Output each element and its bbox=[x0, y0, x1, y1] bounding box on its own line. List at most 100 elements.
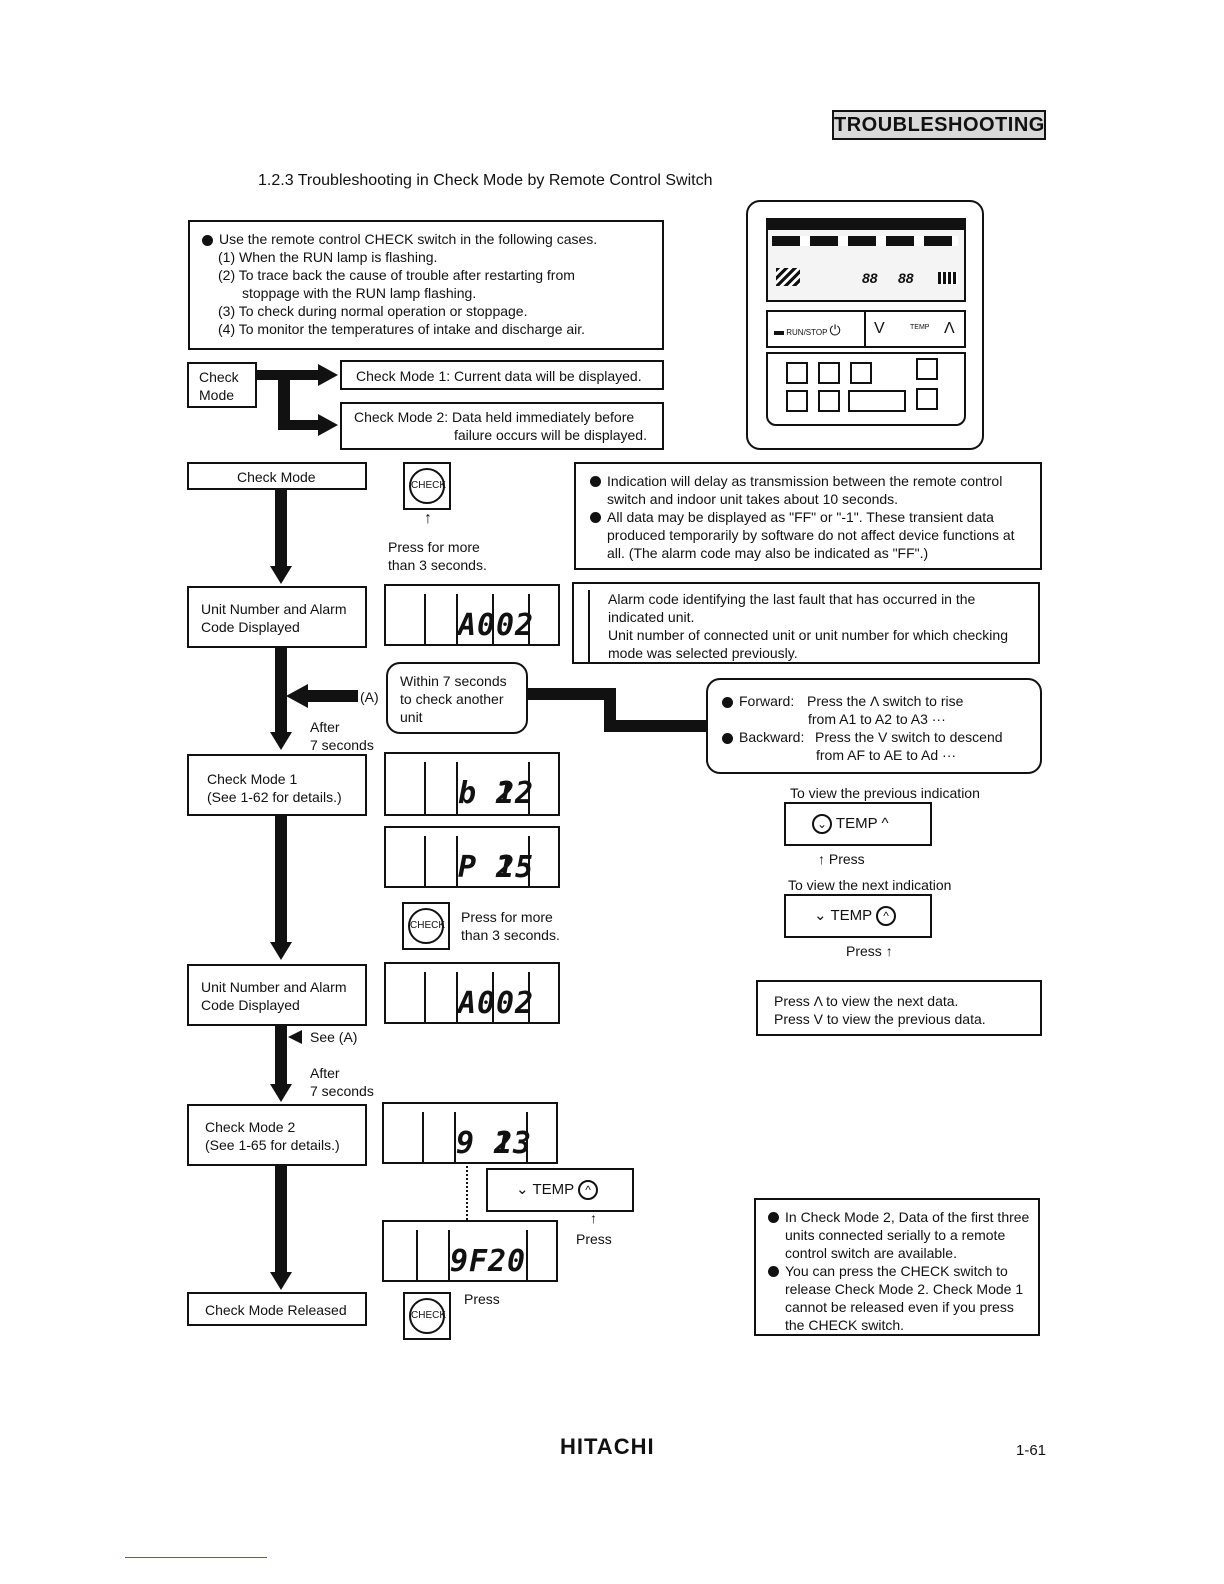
check-button-label: CHECK bbox=[408, 908, 445, 944]
run-stop-button[interactable]: RUN/STOP ⏻ bbox=[774, 322, 841, 339]
check-mode-label-line2: Mode bbox=[199, 387, 235, 403]
arrow-down-icon bbox=[270, 1272, 292, 1290]
unit-alarm-box: Unit Number and Alarm Code Displayed bbox=[187, 586, 367, 648]
temp-down-button[interactable]: V bbox=[874, 320, 885, 337]
lcd-item-value: 25 bbox=[496, 850, 535, 885]
temp-next-button[interactable]: ⌄ TEMP ^ bbox=[784, 894, 932, 938]
lcd-alarm-code: 02 bbox=[496, 608, 535, 643]
check-mode-box: Check Mode bbox=[187, 462, 367, 490]
intro-item: (4) To monitor the temperatures of intak… bbox=[218, 321, 586, 337]
lcd-separator bbox=[424, 972, 426, 1022]
check-button[interactable]: CHECK bbox=[403, 462, 451, 510]
bullet-icon bbox=[768, 1266, 779, 1277]
lcd-separator bbox=[526, 1112, 528, 1162]
flow-line bbox=[275, 1026, 287, 1086]
lcd-separator bbox=[528, 972, 530, 1022]
mode2-line2: failure occurs will be displayed. bbox=[454, 427, 647, 443]
fan-speed-button[interactable] bbox=[818, 362, 840, 384]
remote-divider bbox=[864, 312, 866, 346]
after-text: After bbox=[310, 719, 340, 735]
check-button[interactable]: CHECK bbox=[403, 1292, 451, 1340]
check-mode1-box: Check Mode 1 (See 1-62 for details.) bbox=[187, 754, 367, 816]
intro-item: (3) To check during normal operation or … bbox=[218, 303, 528, 319]
unit-note-line2: mode was selected previously. bbox=[608, 645, 798, 661]
flow-line bbox=[275, 490, 287, 568]
press-note-line1: Press for more bbox=[461, 909, 553, 925]
lcd-separator bbox=[416, 1230, 418, 1280]
temp-label: TEMP bbox=[830, 907, 872, 924]
intro-box: Use the remote control CHECK switch in t… bbox=[188, 220, 664, 350]
seven-seconds-text: 7 seconds bbox=[310, 1083, 374, 1099]
lcd-display: 9F 20 bbox=[382, 1220, 558, 1282]
unit-alarm-box: Unit Number and Alarm Code Displayed bbox=[187, 964, 367, 1026]
lcd-item-value: 22 bbox=[496, 776, 535, 811]
arrow-up-icon: ↑ bbox=[424, 510, 432, 527]
note-item: In Check Mode 2, Data of the first three… bbox=[768, 1208, 1030, 1262]
temp-up-button[interactable]: Λ bbox=[944, 320, 955, 337]
run-stop-label: RUN/STOP bbox=[786, 328, 828, 337]
lcd-separator bbox=[528, 594, 530, 644]
temp-prev-button[interactable]: ⌄ TEMP ^ bbox=[784, 802, 932, 846]
check-mode2-box: Check Mode 2 (See 1-65 for details.) bbox=[187, 1104, 367, 1166]
check-button-label: CHECK bbox=[409, 468, 446, 504]
mode-button[interactable] bbox=[786, 362, 808, 384]
arrow-down-icon bbox=[270, 1084, 292, 1102]
signal-icon bbox=[938, 272, 958, 284]
arrow-down-icon bbox=[270, 566, 292, 584]
forward-row: Forward:Press the Λ switch to rise bbox=[722, 692, 1040, 710]
check-mode-label-box: Check Mode bbox=[187, 362, 257, 408]
lcd-item-code: 9 1 bbox=[456, 1126, 514, 1161]
arrow-up-icon: ↑ bbox=[885, 943, 893, 959]
view-data-line1: Press Λ to view the next data. bbox=[774, 993, 959, 1009]
prev-indication-label: To view the previous indication bbox=[790, 785, 980, 801]
lcd-display: A0 02 bbox=[384, 962, 560, 1024]
timer-button[interactable] bbox=[786, 390, 808, 412]
connector-bar bbox=[604, 720, 706, 732]
unit-alarm-line2: Code Displayed bbox=[201, 619, 300, 635]
check-button-remote[interactable] bbox=[916, 388, 938, 410]
up-circle-icon: ^ bbox=[876, 906, 897, 927]
louver-button[interactable] bbox=[850, 362, 872, 384]
bullet-icon bbox=[722, 696, 733, 708]
press-text: Press bbox=[828, 851, 865, 867]
flow-line bbox=[275, 816, 287, 944]
note-item: You can press the CHECK switch to releas… bbox=[768, 1262, 1030, 1334]
timer-set-button[interactable] bbox=[818, 390, 840, 412]
intro-lead-text: Use the remote control CHECK switch in t… bbox=[219, 231, 598, 247]
temp-next-button[interactable]: ⌄ TEMP ^ bbox=[486, 1168, 634, 1212]
see-a-label: See (A) bbox=[310, 1029, 358, 1045]
reset-button[interactable] bbox=[916, 358, 938, 380]
unit-alarm-line2: Code Displayed bbox=[201, 997, 300, 1013]
time-adjust-button[interactable] bbox=[848, 390, 906, 412]
intro-item: (1) When the RUN lamp is flashing. bbox=[218, 249, 438, 265]
view-data-box: Press Λ to view the next data. Press V t… bbox=[756, 980, 1042, 1036]
backward-label: Backward: bbox=[739, 729, 805, 745]
within-line2: to check another bbox=[400, 691, 504, 707]
alarm-note-line1: Alarm code identifying the last fault th… bbox=[608, 591, 976, 607]
lcd-separator bbox=[456, 594, 458, 644]
check-mode2-line2: (See 1-65 for details.) bbox=[205, 1137, 340, 1153]
lcd-separator bbox=[424, 594, 426, 644]
after-text: After bbox=[310, 1065, 340, 1081]
lcd-separator bbox=[424, 762, 426, 814]
arrow-down-icon bbox=[270, 732, 292, 750]
alarm-note: Alarm code identifying the last fault th… bbox=[588, 590, 1038, 626]
brand-logo: HITACHI bbox=[560, 1434, 655, 1459]
check-button[interactable]: CHECK bbox=[402, 902, 450, 950]
fan-icon bbox=[776, 268, 800, 286]
footnote-rule bbox=[125, 1557, 267, 1558]
note-text: You can press the CHECK switch to releas… bbox=[785, 1263, 1024, 1333]
forward-text1: Press the Λ switch to rise bbox=[807, 693, 964, 709]
bullet-icon bbox=[590, 476, 601, 487]
page-number: 1-61 bbox=[1016, 1442, 1047, 1459]
check-mode-label-line1: Check bbox=[199, 369, 239, 385]
mode1-box: Check Mode 1: Current data will be displ… bbox=[340, 360, 664, 390]
unit-note: Unit number of connected unit or unit nu… bbox=[588, 626, 1038, 662]
temp-label: TEMP bbox=[835, 814, 878, 832]
lcd-display: b 1 22 bbox=[384, 752, 560, 816]
label-a: (A) bbox=[360, 689, 379, 705]
forward-backward-box: Forward:Press the Λ switch to rise from … bbox=[706, 678, 1042, 774]
lcd-separator bbox=[528, 836, 530, 886]
intro-item: stoppage with the RUN lamp flashing. bbox=[242, 285, 477, 301]
lcd-item-code: 9F bbox=[450, 1244, 489, 1279]
